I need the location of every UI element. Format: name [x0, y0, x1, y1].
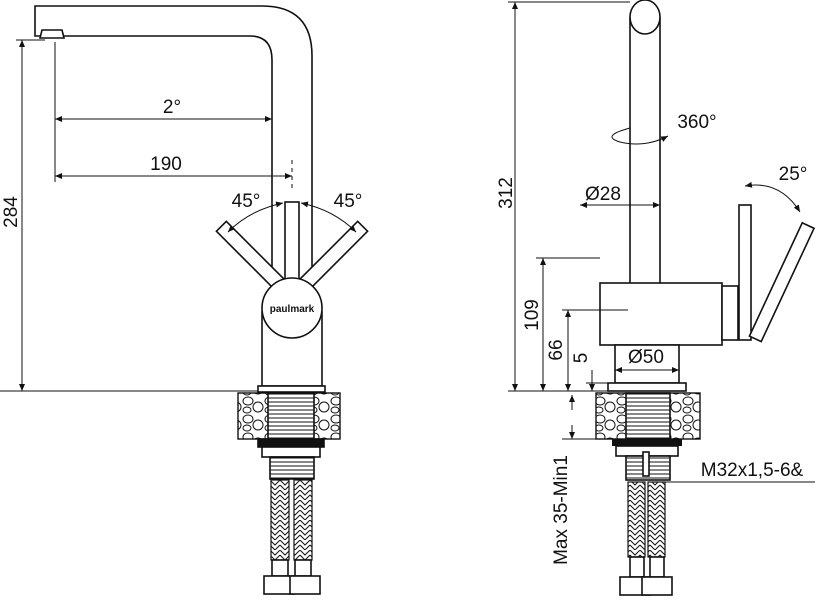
- logo-medallion: [261, 277, 323, 339]
- front-height-label: 284: [1, 196, 22, 228]
- spout-nozzle: [38, 29, 66, 39]
- side-height-label: 312: [496, 177, 517, 209]
- side-pipe: [629, 6, 661, 285]
- thread-label: M32x1,5-6&: [701, 460, 804, 481]
- reach-label: 190: [150, 154, 182, 175]
- body-height-label: 109: [522, 299, 543, 331]
- angle-label: 2°: [163, 97, 181, 118]
- side-body: [599, 282, 723, 346]
- counter-thickness-label: Max 35-Min1: [551, 455, 572, 565]
- plate-height-label: 5: [571, 353, 592, 364]
- base-height-label: 66: [546, 339, 567, 360]
- lever-tilt-label: 25°: [779, 164, 808, 185]
- hose-right: [293, 479, 313, 561]
- side-view: 312 109 66 5 Ø50 Ø28 360° 25° Max 35-Min…: [496, 0, 816, 596]
- spout: [34, 5, 313, 291]
- hose-left: [270, 479, 290, 561]
- lever-right-angle-label: 45°: [334, 191, 363, 212]
- lever-left-angle-label: 45°: [232, 191, 261, 212]
- base-diameter-label: Ø50: [628, 347, 664, 368]
- pipe-diameter-label: Ø28: [585, 184, 621, 205]
- brand-logo: paulmark: [270, 304, 315, 315]
- side-lever: [738, 204, 752, 341]
- rotation-label: 360°: [677, 112, 716, 133]
- front-view: paulmark 284 2° 190 45° 45°: [0, 5, 369, 595]
